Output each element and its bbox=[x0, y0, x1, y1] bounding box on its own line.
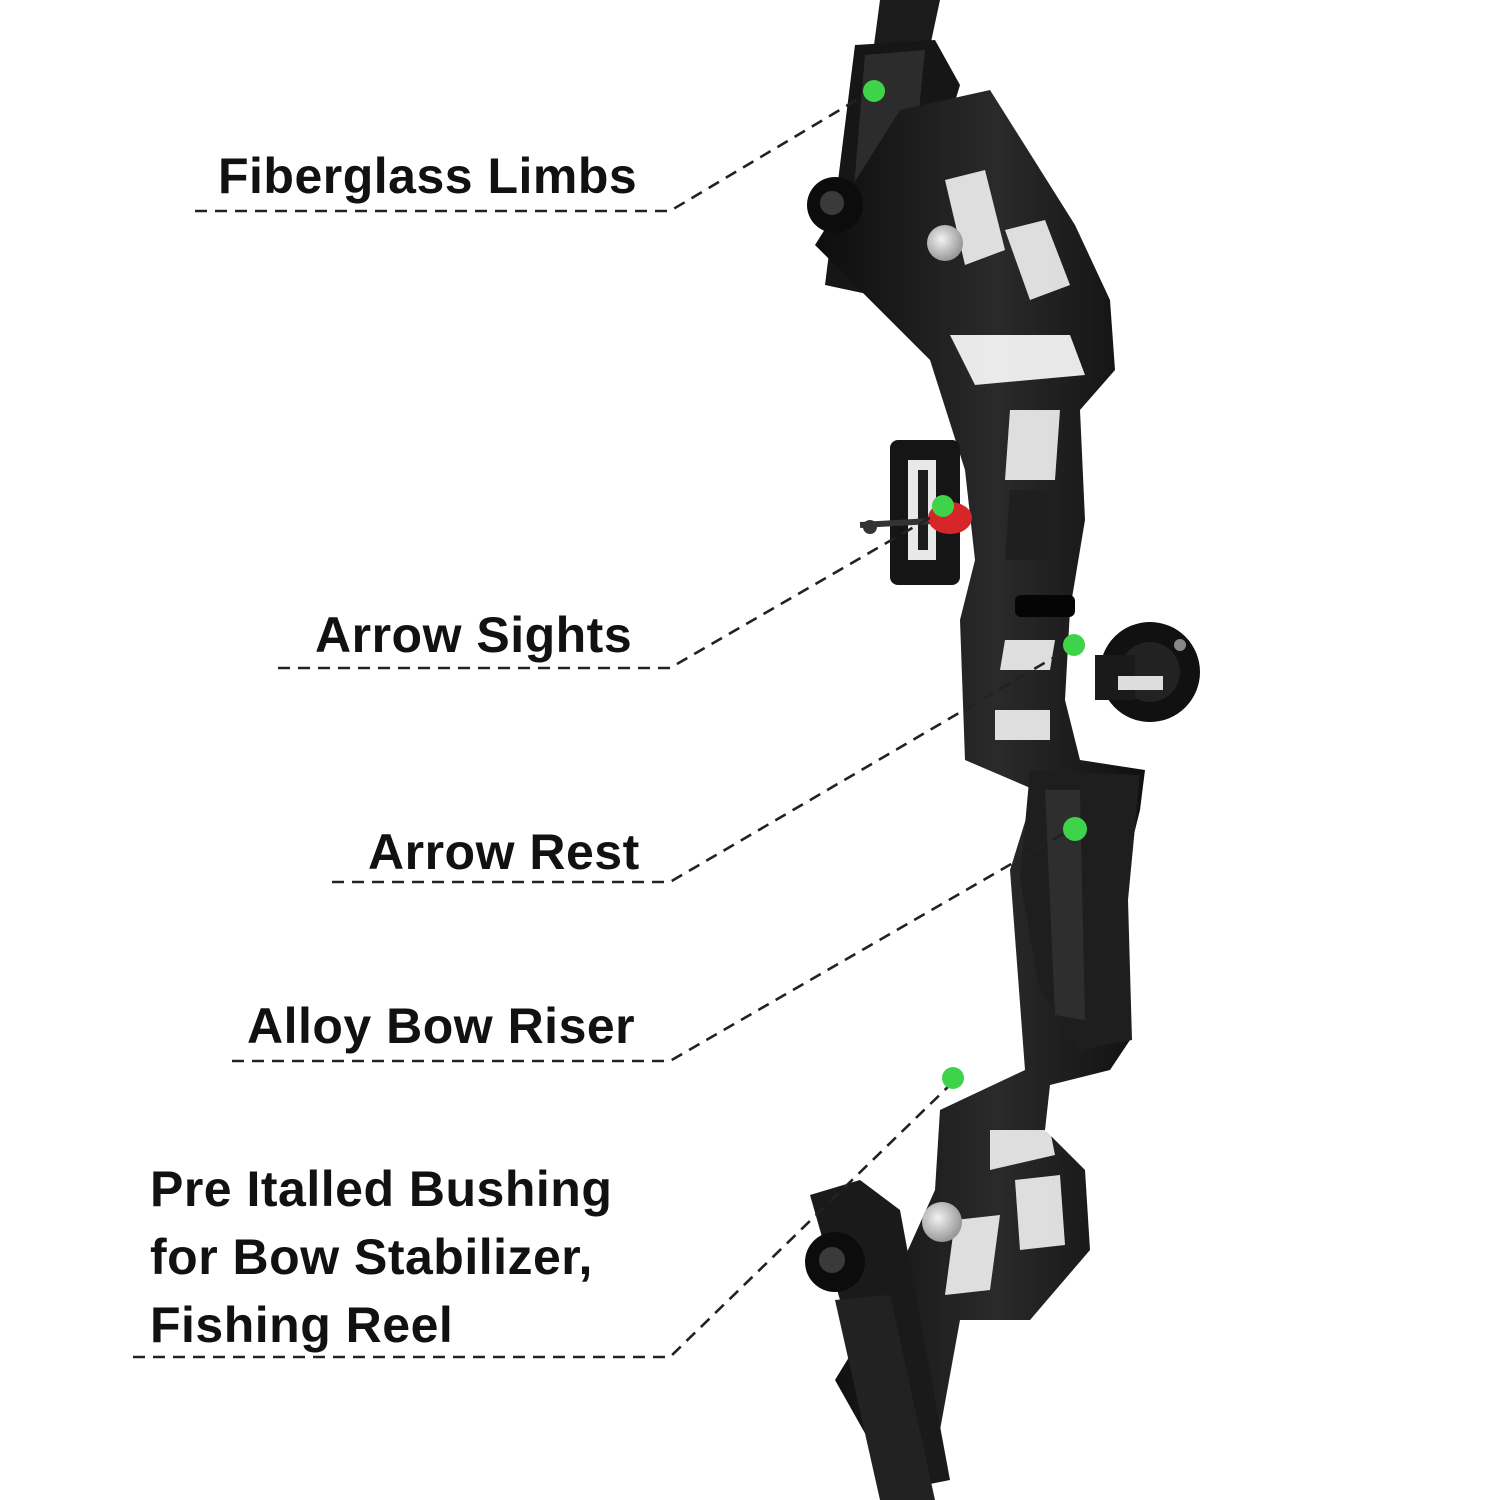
label-alloy-bow-riser: Alloy Bow Riser bbox=[247, 998, 636, 1054]
lower-limb-bolt bbox=[805, 1232, 865, 1292]
label-arrow-rest: Arrow Rest bbox=[368, 824, 640, 880]
leader-lines bbox=[133, 90, 1071, 1359]
marker-dot-arrow-rest bbox=[1063, 634, 1085, 656]
marker-dots bbox=[863, 80, 1087, 1089]
leader-line-alloy-bow-riser bbox=[232, 828, 1071, 1063]
leader-line-pre-installed-bushing bbox=[133, 1079, 956, 1359]
marker-dot-fiberglass-limbs bbox=[863, 80, 885, 102]
upper-limb-bolt bbox=[807, 177, 863, 233]
marker-dot-alloy-bow-riser bbox=[1063, 817, 1087, 841]
label-line: Pre Italled Bushing bbox=[150, 1161, 613, 1217]
label-line: Fishing Reel bbox=[150, 1297, 454, 1353]
label-arrow-sights: Arrow Sights bbox=[315, 607, 633, 663]
label-line: for Bow Stabilizer, bbox=[150, 1229, 593, 1285]
label-fiberglass-limbs: Fiberglass Limbs bbox=[218, 148, 638, 204]
marker-dot-pre-installed-bushing bbox=[942, 1067, 964, 1089]
leader-line-arrow-sights bbox=[278, 510, 941, 670]
lower-steel-bushing bbox=[922, 1202, 962, 1242]
bow-riser bbox=[815, 90, 1145, 1460]
marker-dot-arrow-sights bbox=[932, 495, 954, 517]
label-pre-installed-bushing: Pre Italled Bushing for Bow Stabilizer, … bbox=[150, 1155, 612, 1359]
leader-line-arrow-rest bbox=[332, 646, 1071, 884]
leader-line-fiberglass-limbs bbox=[195, 90, 871, 213]
upper-steel-bushing bbox=[927, 225, 963, 261]
arrow-sight-assembly bbox=[859, 440, 972, 585]
arrow-rest-assembly bbox=[1095, 622, 1200, 722]
